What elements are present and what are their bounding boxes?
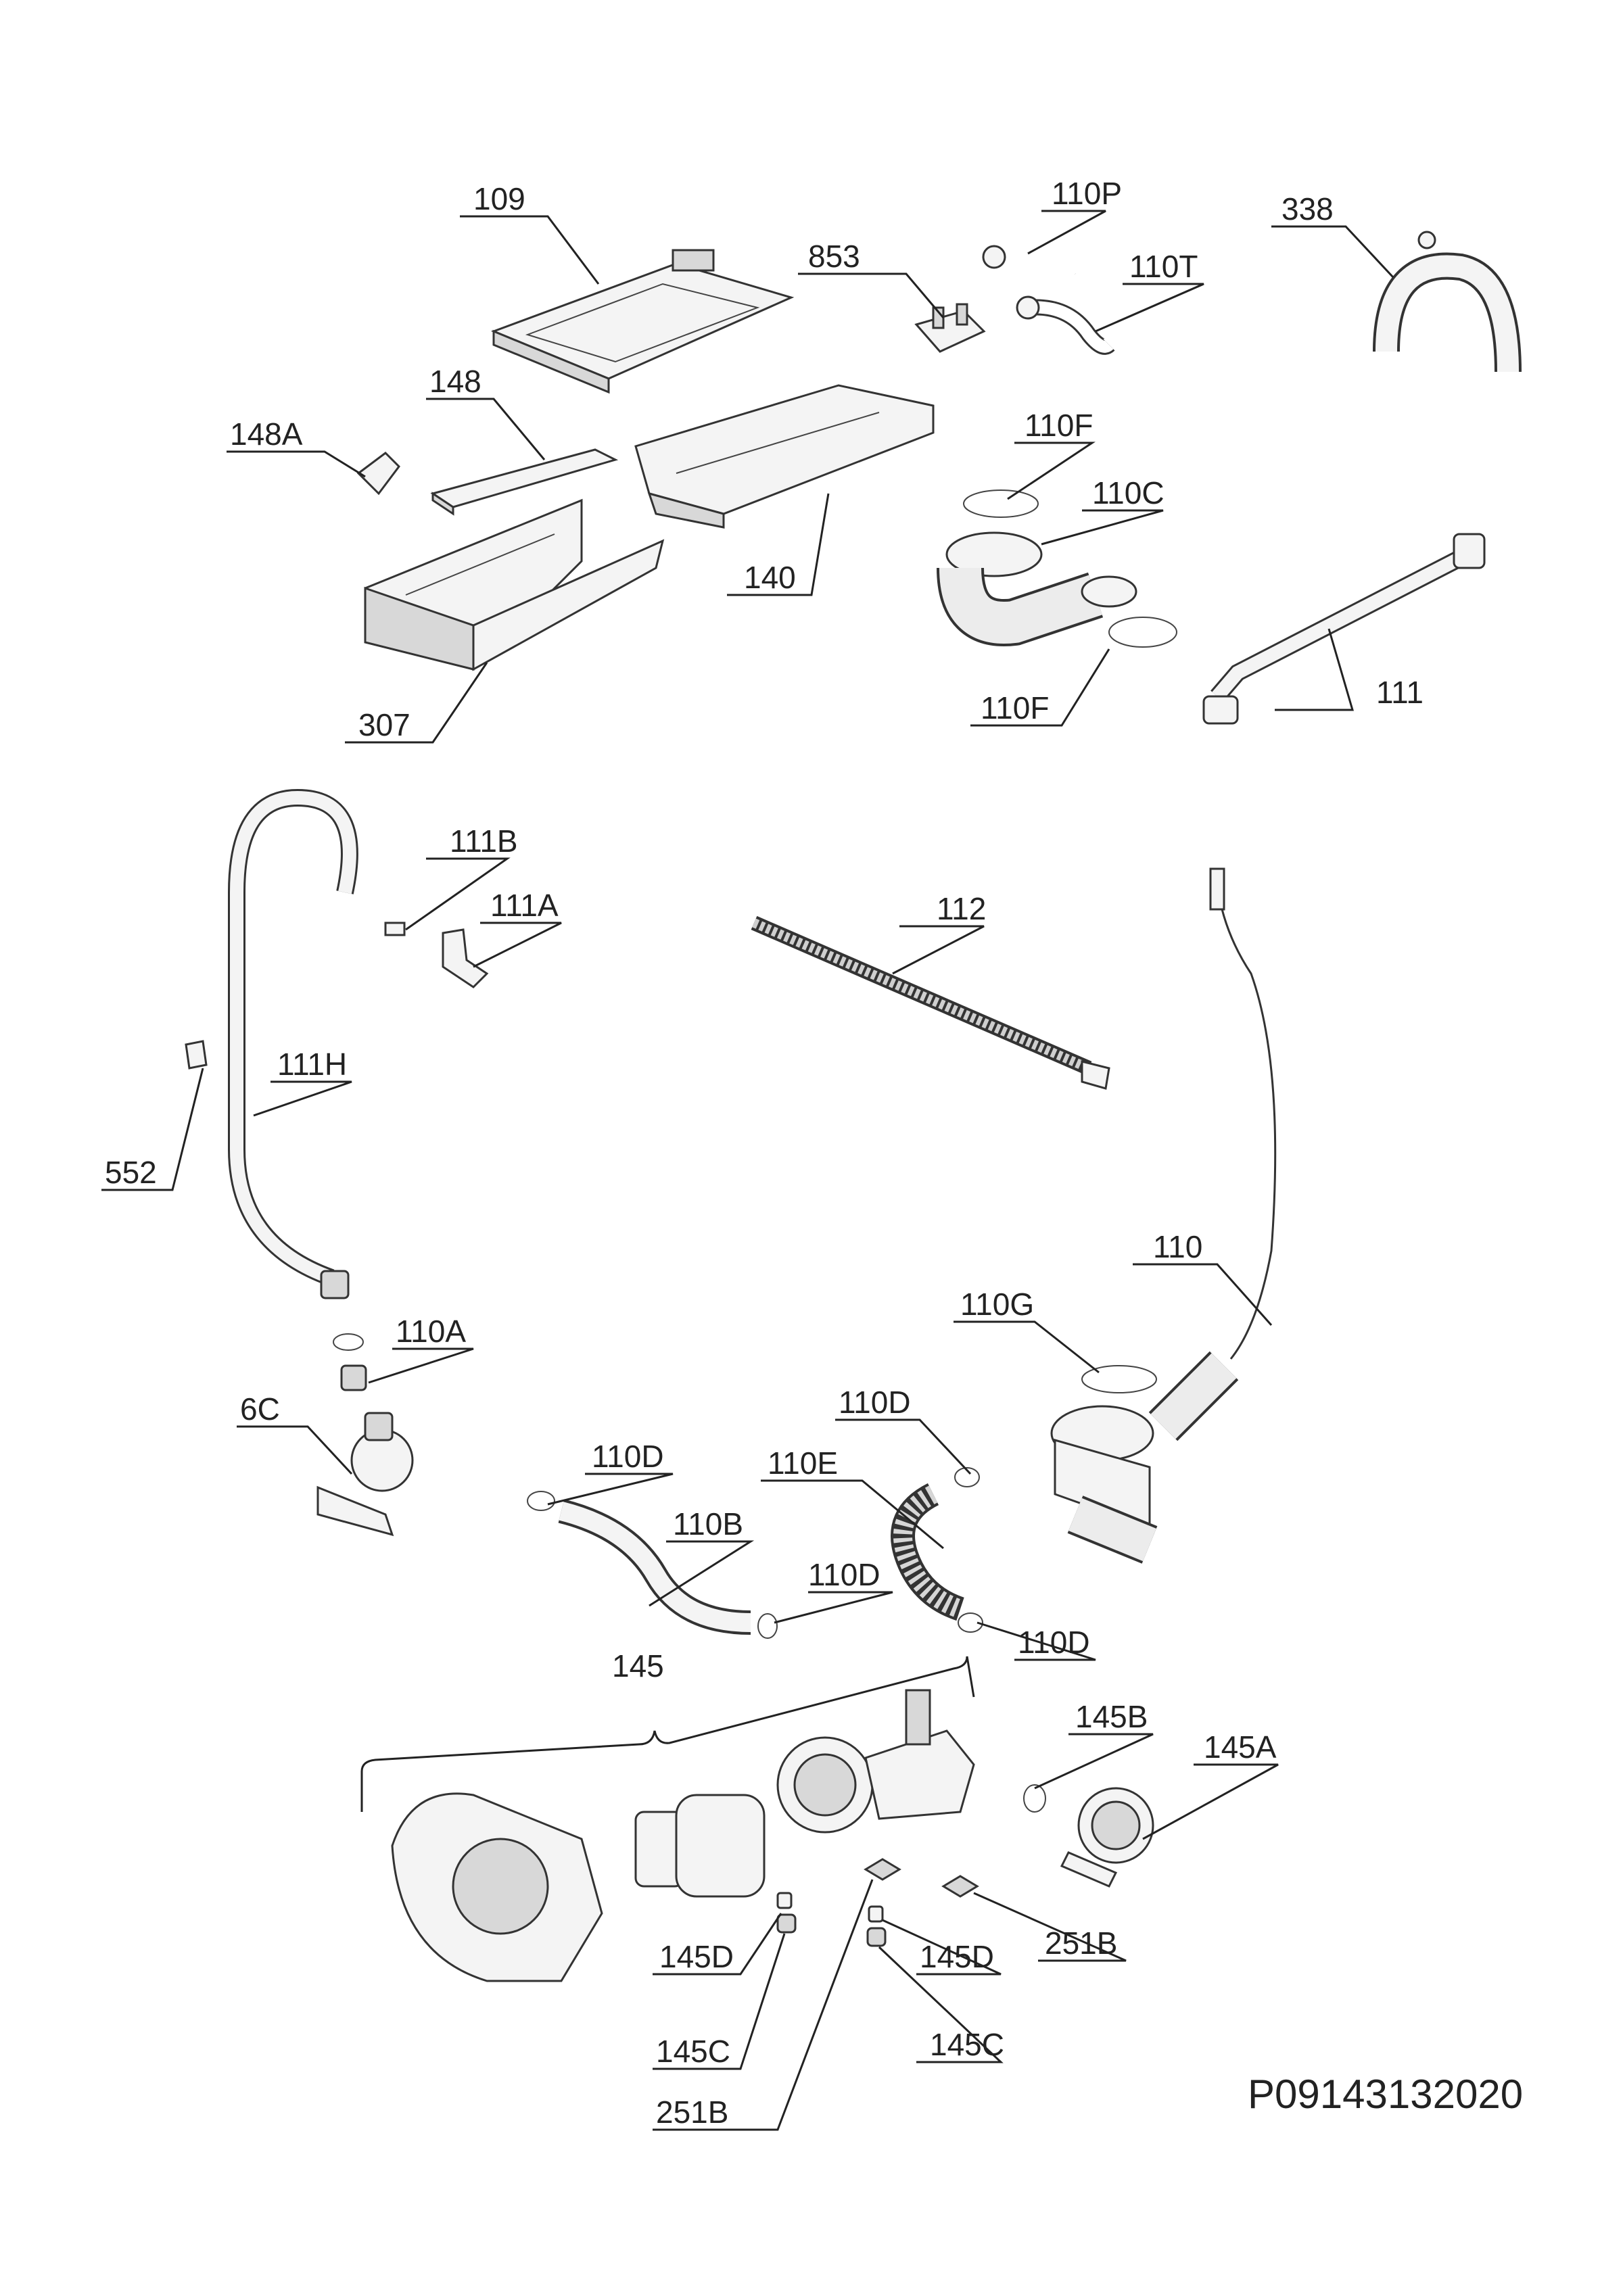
label-6C: 6C bbox=[240, 1391, 280, 1427]
part-145B-o-ring bbox=[1023, 1784, 1046, 1813]
part-111A-elbow bbox=[442, 928, 489, 988]
label-110D-c: 110D bbox=[808, 1557, 880, 1592]
part-148-siphon-cover bbox=[430, 448, 619, 516]
part-110-sump-hose-assembly bbox=[1050, 867, 1277, 1564]
label-145: 145 bbox=[612, 1648, 664, 1683]
label-110F-bottom: 110F bbox=[981, 690, 1049, 725]
part-338-hose-guide bbox=[1373, 231, 1522, 373]
part-853-sensor bbox=[914, 303, 986, 353]
label-251B-a: 251B bbox=[1045, 1926, 1117, 1961]
label-307: 307 bbox=[358, 707, 410, 742]
part-145D-b bbox=[868, 1905, 884, 1923]
label-110T: 110T bbox=[1129, 249, 1198, 284]
label-145A: 145A bbox=[1204, 1729, 1277, 1765]
label-110E: 110E bbox=[768, 1445, 838, 1481]
label-145B: 145B bbox=[1075, 1699, 1148, 1734]
label-110D-a: 110D bbox=[592, 1439, 664, 1474]
part-110F-seal-ring-top bbox=[963, 489, 1039, 518]
part-110G-seal-ring bbox=[1081, 1365, 1157, 1393]
part-145C-b bbox=[866, 1927, 887, 1947]
part-251B-a bbox=[864, 1858, 901, 1881]
part-112-drain-hose bbox=[751, 915, 1110, 1090]
reference-code: P09143132020 bbox=[1248, 2072, 1523, 2117]
part-110D-clamp-a bbox=[527, 1491, 555, 1511]
label-110: 110 bbox=[1153, 1229, 1202, 1264]
part-145D-a bbox=[776, 1892, 793, 1909]
label-145C-a: 145C bbox=[656, 2034, 730, 2069]
part-111H-hose bbox=[228, 788, 358, 1299]
label-552: 552 bbox=[105, 1155, 157, 1190]
part-145A-filter-cap bbox=[1060, 1787, 1154, 1888]
label-109: 109 bbox=[473, 181, 525, 216]
label-110A: 110A bbox=[396, 1314, 466, 1349]
part-111-inlet-hose bbox=[1202, 533, 1486, 725]
part-labels: 109 853 110P 110T 338 148 148A 110F 110C… bbox=[105, 176, 1523, 2130]
label-111B: 111B bbox=[450, 823, 518, 859]
label-111: 111 bbox=[1376, 675, 1424, 710]
label-145D-b: 145D bbox=[920, 1939, 994, 1974]
label-111A: 111A bbox=[490, 888, 559, 923]
part-145C-a bbox=[776, 1913, 797, 1934]
part-110A-clamp bbox=[333, 1333, 367, 1391]
label-110C: 110C bbox=[1092, 475, 1165, 510]
label-145D-a: 145D bbox=[659, 1939, 734, 1974]
label-338: 338 bbox=[1281, 191, 1334, 226]
label-110P: 110P bbox=[1052, 176, 1122, 211]
part-552-clamp bbox=[185, 1040, 208, 1070]
part-110C-bellows-hose bbox=[937, 531, 1137, 646]
part-110F-seal-ring-bottom bbox=[1108, 617, 1177, 648]
part-251B-b bbox=[941, 1875, 979, 1898]
part-140-dispenser-housing bbox=[634, 384, 935, 529]
label-251B-b: 251B bbox=[656, 2095, 728, 2130]
part-145-pump-housing-group bbox=[360, 1656, 975, 1982]
part-110B-hose bbox=[558, 1499, 751, 1635]
part-111B-fitting bbox=[384, 922, 406, 936]
label-148: 148 bbox=[429, 364, 481, 399]
part-148A-clip bbox=[356, 452, 400, 496]
label-112: 112 bbox=[937, 891, 986, 926]
part-110D-clamp-b bbox=[954, 1467, 980, 1487]
part-6C-pump bbox=[316, 1412, 414, 1537]
label-111H: 111H bbox=[277, 1047, 347, 1082]
label-110F-top: 110F bbox=[1025, 408, 1093, 443]
leader-lines bbox=[101, 210, 1394, 2131]
label-110G: 110G bbox=[960, 1287, 1034, 1322]
part-110D-clamp-d bbox=[958, 1612, 983, 1633]
part-110E-hose bbox=[891, 1483, 965, 1621]
label-148A: 148A bbox=[230, 416, 303, 452]
label-140: 140 bbox=[744, 560, 796, 595]
label-110D-b: 110D bbox=[839, 1385, 911, 1420]
part-110T-hose bbox=[1016, 295, 1115, 355]
label-145C-b: 145C bbox=[930, 2027, 1004, 2062]
part-307-detergent-drawer bbox=[364, 498, 665, 671]
part-109-dispenser-cover bbox=[490, 249, 795, 394]
part-110D-clamp-c bbox=[757, 1613, 778, 1639]
label-853: 853 bbox=[808, 239, 860, 274]
label-110D-d: 110D bbox=[1018, 1625, 1090, 1660]
part-110P-hose bbox=[982, 245, 1080, 278]
label-110B: 110B bbox=[673, 1506, 743, 1541]
